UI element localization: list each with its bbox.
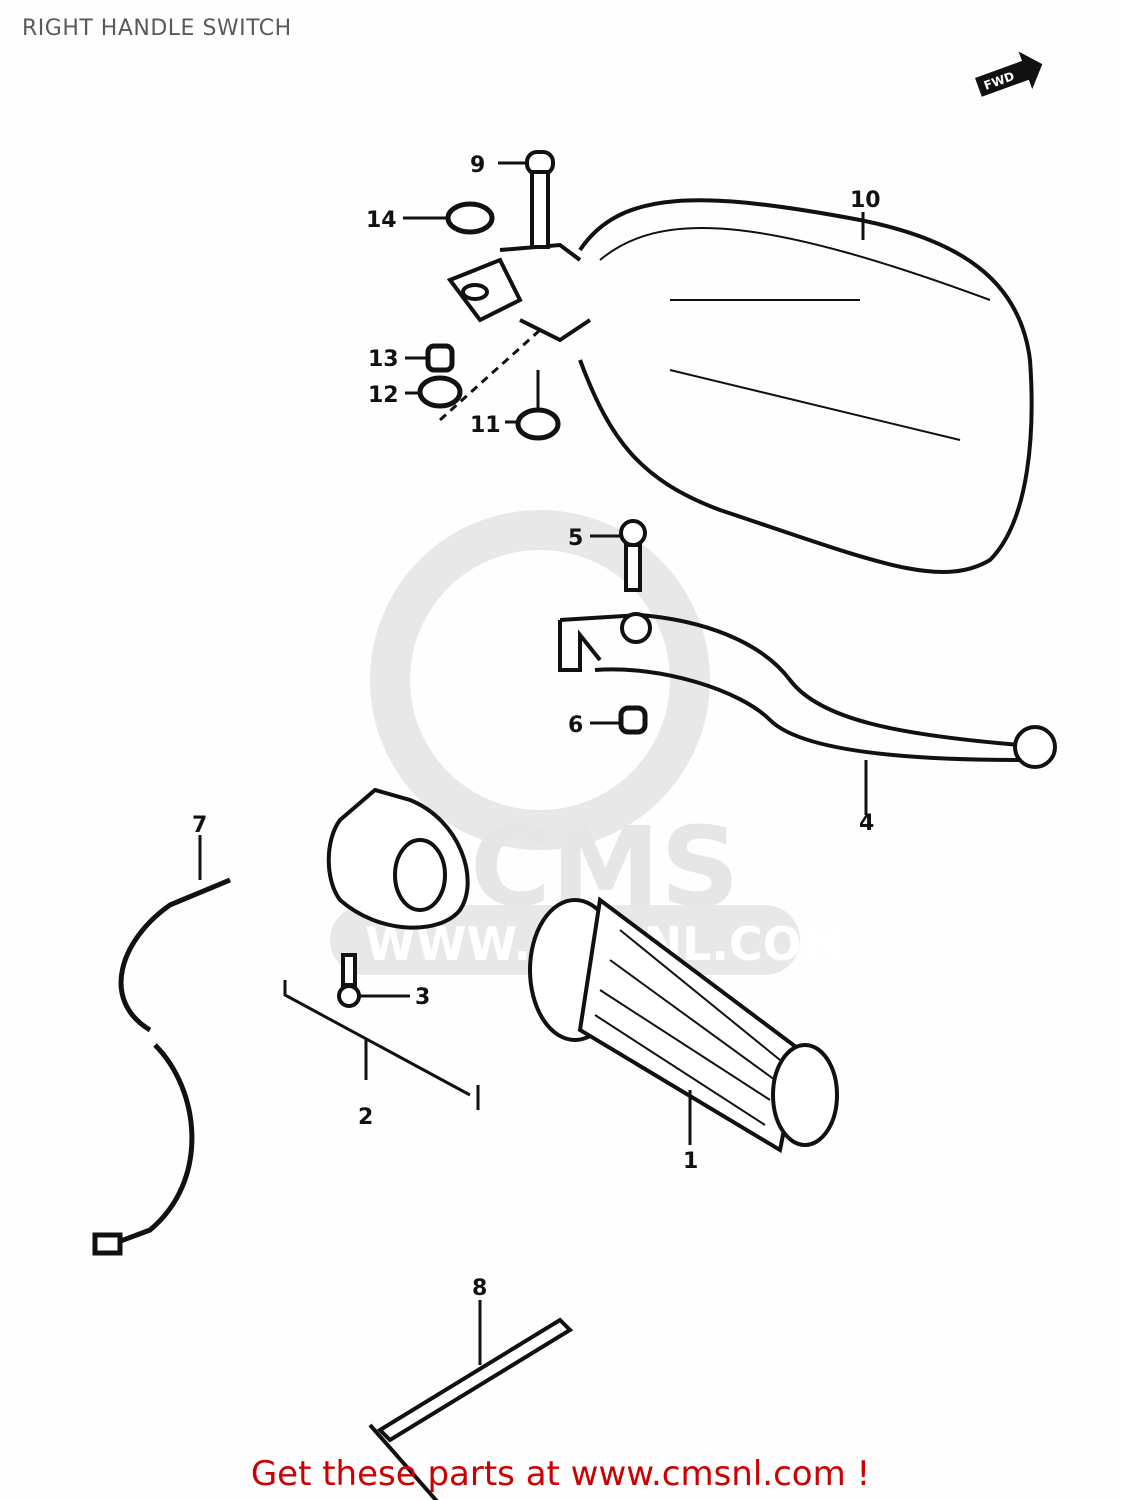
throttle-cable[interactable] bbox=[92, 877, 231, 1256]
shop-link[interactable]: Get these parts at www.cmsnl.com ! bbox=[250, 1454, 871, 1494]
lever-bolt[interactable] bbox=[619, 519, 647, 592]
callout-3: 3 bbox=[415, 985, 430, 1010]
washer-14[interactable] bbox=[445, 201, 495, 235]
callout-11: 11 bbox=[470, 413, 501, 438]
nut-13[interactable] bbox=[425, 343, 455, 373]
callout-2: 2 bbox=[358, 1105, 373, 1130]
switch-screw[interactable] bbox=[337, 953, 361, 1008]
callout-12: 12 bbox=[368, 383, 399, 408]
mirror-bolt[interactable] bbox=[525, 150, 555, 249]
callout-14: 14 bbox=[366, 208, 397, 233]
forward-arrow-icon: FWD bbox=[975, 51, 1043, 97]
callout-5: 5 bbox=[568, 526, 583, 551]
callout-7: 7 bbox=[192, 813, 207, 838]
page-title: RIGHT HANDLE SWITCH bbox=[22, 16, 292, 41]
callout-6: 6 bbox=[568, 713, 583, 738]
callout-9: 9 bbox=[470, 153, 485, 178]
callout-1: 1 bbox=[683, 1149, 698, 1174]
mirror[interactable] bbox=[578, 198, 1034, 574]
callout-8: 8 bbox=[472, 1276, 487, 1301]
mirror-bracket bbox=[446, 242, 592, 343]
washer-11[interactable] bbox=[515, 407, 561, 441]
callout-10: 10 bbox=[850, 188, 881, 213]
lever-nut[interactable] bbox=[618, 705, 648, 735]
shop-link-banner[interactable]: Get these parts at www.cmsnl.com ! bbox=[0, 1454, 1121, 1494]
callout-13: 13 bbox=[368, 347, 399, 372]
brake-lever[interactable] bbox=[558, 612, 1057, 769]
cable-strap[interactable] bbox=[368, 1317, 574, 1500]
washer-12[interactable] bbox=[417, 375, 463, 409]
throttle-grip[interactable] bbox=[528, 896, 839, 1154]
switch-housing[interactable] bbox=[326, 787, 470, 930]
callout-4: 4 bbox=[859, 811, 874, 836]
